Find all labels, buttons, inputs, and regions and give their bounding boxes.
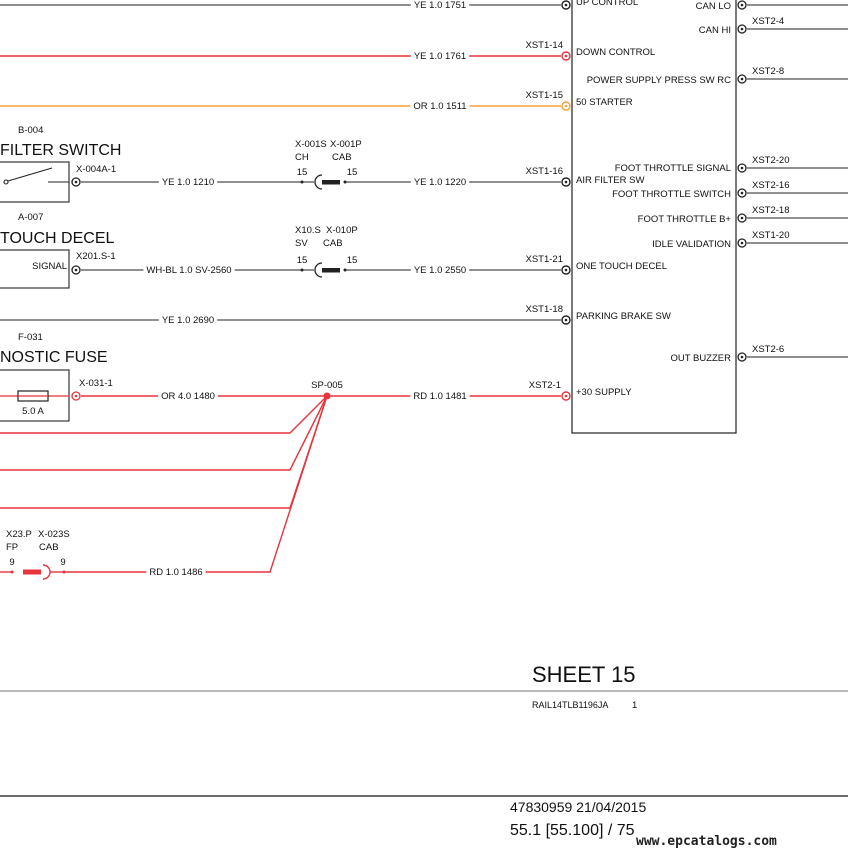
wire-label-1481: RD 1.0 1481 (413, 391, 466, 402)
pin-id-xst1-21: XST1-21 (526, 254, 564, 265)
c3-left-loc: FP (6, 542, 18, 553)
c3-right-name: X-023S (38, 529, 70, 540)
wire-label-bg (158, 177, 218, 188)
wire-label-1751: YE 1.0 1751 (414, 0, 466, 11)
c3-pin-r: 9 (60, 557, 65, 568)
mod-50-starter: 50 STARTER (576, 97, 633, 108)
splice-label: SP-005 (311, 380, 343, 391)
wire-label-bg (146, 567, 206, 578)
c3-pin-l: 9 (9, 557, 14, 568)
f031-rating: 5.0 A (22, 406, 44, 417)
pin-id-xst2-8: XST2-8 (752, 66, 784, 77)
a007-conn: X201.S-1 (76, 251, 116, 262)
pin-id-xst2-6: XST2-6 (752, 344, 784, 355)
mod-out-buzzer: OUT BUZZER (670, 353, 731, 364)
wire-branch-3 (0, 395, 328, 509)
c3-right-loc: CAB (39, 542, 59, 553)
watermark: www.epcatalogs.com (636, 834, 777, 849)
mod-30-supply: +30 SUPPLY (576, 387, 632, 398)
b004-title: FILTER SWITCH (0, 142, 121, 159)
f031-ref: F-031 (18, 332, 43, 343)
pin-id-xst1-18: XST1-18 (526, 304, 564, 315)
wire-label-bg (158, 315, 218, 326)
sheet-title: SHEET 15 (532, 662, 636, 687)
mod-down-control: DOWN CONTROL (576, 47, 655, 58)
wire-label-1761: YE 1.0 1761 (414, 51, 466, 62)
f031-conn: X-031-1 (79, 378, 113, 389)
connector-x023: X23.P X-023S FP CAB 9 9 (6, 529, 70, 580)
wire-label-2550: YE 1.0 2550 (414, 265, 466, 276)
footer-page: 55.1 [55.100] / 75 (510, 822, 635, 839)
c1-right-loc: CAB (332, 152, 352, 163)
c1-pin-l: 15 (297, 167, 308, 178)
pin-id-xst2-20: XST2-20 (752, 155, 790, 166)
pin-id-xst2-4: XST2-4 (752, 16, 784, 27)
a007-signal: SIGNAL (32, 261, 67, 272)
c2-pin-l: 15 (297, 255, 308, 266)
mod-parking-brake-sw: PARKING BRAKE SW (576, 311, 671, 322)
fuse-symbol (0, 390, 69, 402)
wire-label-bg (410, 391, 470, 402)
a007-title: TOUCH DECEL (0, 230, 114, 247)
f031-title: NOSTIC FUSE (0, 349, 108, 366)
mod-idle-validation: IDLE VALIDATION (652, 239, 731, 250)
splice-point (323, 392, 331, 400)
wire-1486 (64, 395, 328, 573)
wire-label-bg (143, 265, 235, 276)
mod-can-hi: CAN HI (699, 25, 731, 36)
a007-ref: A-007 (18, 212, 43, 223)
pin-id-xst2-18: XST2-18 (752, 205, 790, 216)
wire-label-1220: YE 1.0 1220 (414, 177, 466, 188)
wire-label-1486: RD 1.0 1486 (149, 567, 202, 578)
mod-one-touch-decel: ONE TOUCH DECEL (576, 261, 667, 272)
a007-box (0, 249, 70, 289)
wire-label-2560: WH-BL 1.0 SV-2560 (146, 265, 231, 276)
c2-left-name: X10.S (295, 225, 321, 236)
wire-label-1511: OR 1.0 1511 (413, 101, 466, 112)
mod-foot-throttle-b: FOOT THROTTLE B+ (638, 214, 732, 225)
b004-ref: B-004 (18, 125, 43, 136)
c2-pin-r: 15 (347, 255, 358, 266)
footer-doc: 47830959 21/04/2015 (510, 799, 646, 815)
c1-pin-r: 15 (347, 167, 358, 178)
pin-id-xst1-16: XST1-16 (526, 166, 564, 177)
pin-id-xst1-20: XST1-20 (752, 230, 790, 241)
c1-right-name: X-001P (330, 139, 362, 150)
connector-x010: X10.S X-010P SV CAB 15 15 (295, 225, 358, 278)
c1-names: X-001S (295, 139, 327, 150)
wire-label-bg (410, 265, 470, 276)
pin-id-xst2-16: XST2-16 (752, 180, 790, 191)
wire-label-2690: YE 1.0 2690 (162, 315, 214, 326)
wire-label-bg (410, 51, 470, 62)
c3-left-name: X23.P (6, 529, 32, 540)
wire-label-1480: OR 4.0 1480 (161, 391, 215, 402)
mod-power-supply-press: POWER SUPPLY PRESS SW RC (587, 75, 731, 86)
switch-symbol (3, 167, 69, 185)
pin-id-xst1-14: XST1-14 (526, 40, 564, 51)
c1-left-loc: CH (295, 152, 309, 163)
sheet-number: 1 (632, 700, 637, 711)
b004-conn: X-004A-1 (76, 164, 116, 175)
mod-foot-throttle-signal: FOOT THROTTLE SIGNAL (615, 163, 731, 174)
mod-foot-throttle-switch: FOOT THROTTLE SWITCH (612, 189, 731, 200)
mod-can-lo: CAN LO (696, 1, 731, 12)
wire-branch-2 (0, 395, 328, 471)
connector-x001: X-001S X-001P CH CAB 15 15 (295, 139, 362, 190)
wire-label-bg (410, 0, 470, 11)
wire-branch-1 (0, 395, 328, 434)
wire-label-bg (410, 101, 470, 112)
c2-right-loc: CAB (323, 238, 343, 249)
pin-id-xst1-15: XST1-15 (526, 90, 564, 101)
wire-label-1210: YE 1.0 1210 (162, 177, 214, 188)
wire-label-bg (158, 391, 218, 402)
sheet-code: RAIL14TLB1196JA (532, 700, 608, 710)
wire-label-bg (410, 177, 470, 188)
c2-left-loc: SV (295, 238, 308, 249)
mod-air-filter-sw: AIR FILTER SW (576, 175, 644, 186)
c2-right-name: X-010P (326, 225, 358, 236)
module-box (571, 0, 737, 434)
pin-id-xst2-1: XST2-1 (529, 380, 561, 391)
mod-up-control: UP CONTROL (576, 0, 638, 8)
